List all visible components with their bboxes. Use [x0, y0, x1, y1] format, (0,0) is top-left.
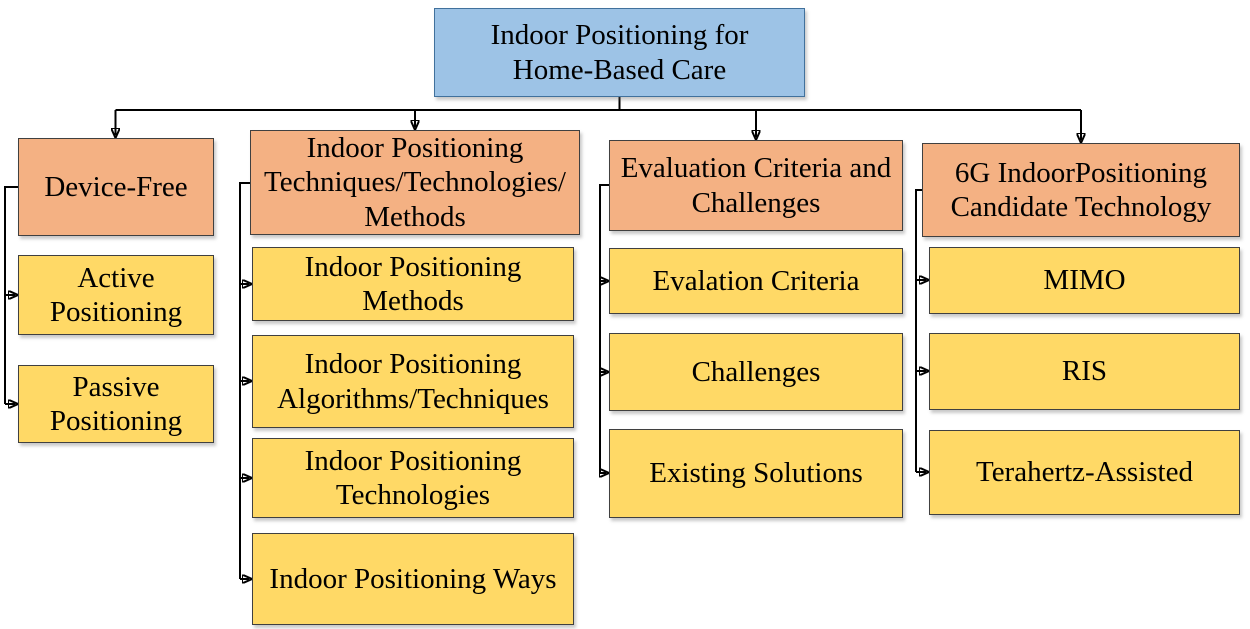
- child-node-ip-technologies: Indoor Positioning Technologies: [252, 438, 574, 518]
- child-node-terahertz: Terahertz-Assisted: [929, 430, 1240, 515]
- child-node-ip-methods: Indoor Positioning Methods: [252, 247, 574, 321]
- child-node-mimo: MIMO: [929, 247, 1240, 314]
- category-techniques-label: Indoor Positioning Techniques/Technologi…: [264, 132, 566, 233]
- child-terahertz-label: Terahertz-Assisted: [976, 456, 1193, 489]
- child-node-ris: RIS: [929, 333, 1240, 410]
- category-device-free-label: Device-Free: [44, 170, 188, 203]
- child-existing-solutions-label: Existing Solutions: [649, 457, 863, 490]
- child-evalation-criteria-label: Evalation Criteria: [652, 264, 860, 297]
- child-challenges-label: Challenges: [691, 355, 821, 388]
- child-ip-methods-label: Indoor Positioning Methods: [304, 250, 522, 317]
- child-ris-label: RIS: [1061, 355, 1108, 388]
- child-ip-technologies-label: Indoor Positioning Technologies: [304, 444, 522, 511]
- category-evaluation-label: Evaluation Criteria and Challenges: [620, 152, 892, 219]
- connector-device-free-rail: [4, 186, 19, 404]
- child-node-ip-ways: Indoor Positioning Ways: [252, 533, 574, 625]
- child-ip-algorithms-label: Indoor Positioning Algorithms/Techniques: [277, 348, 549, 415]
- child-node-existing-solutions: Existing Solutions: [609, 429, 903, 518]
- child-node-ip-algorithms: Indoor Positioning Algorithms/Techniques: [252, 335, 574, 428]
- category-node-evaluation: Evaluation Criteria and Challenges: [609, 140, 903, 231]
- child-ip-ways-label: Indoor Positioning Ways: [269, 562, 557, 595]
- child-node-evalation-criteria: Evalation Criteria: [609, 248, 903, 314]
- category-node-device-free: Device-Free: [18, 138, 214, 236]
- root-node: Indoor Positioning for Home-Based Care: [434, 8, 805, 97]
- connector-6g-rail: [915, 189, 923, 472]
- child-node-passive-positioning: Passive Positioning: [18, 365, 214, 443]
- connector-techniques-rail: [239, 182, 251, 579]
- category-node-techniques: Indoor Positioning Techniques/Technologi…: [250, 130, 580, 235]
- category-node-6g: 6G IndoorPositioning Candidate Technolog…: [922, 143, 1240, 237]
- category-6g-label: 6G IndoorPositioning Candidate Technolog…: [950, 156, 1212, 223]
- child-passive-positioning-label: Passive Positioning: [49, 370, 183, 437]
- child-active-positioning-label: Active Positioning: [49, 261, 183, 328]
- root-node-label: Indoor Positioning for Home-Based Care: [490, 19, 749, 86]
- child-node-challenges: Challenges: [609, 333, 903, 411]
- child-node-active-positioning: Active Positioning: [18, 255, 214, 335]
- connector-evaluation-rail: [599, 184, 610, 473]
- child-mimo-label: MIMO: [1043, 264, 1126, 297]
